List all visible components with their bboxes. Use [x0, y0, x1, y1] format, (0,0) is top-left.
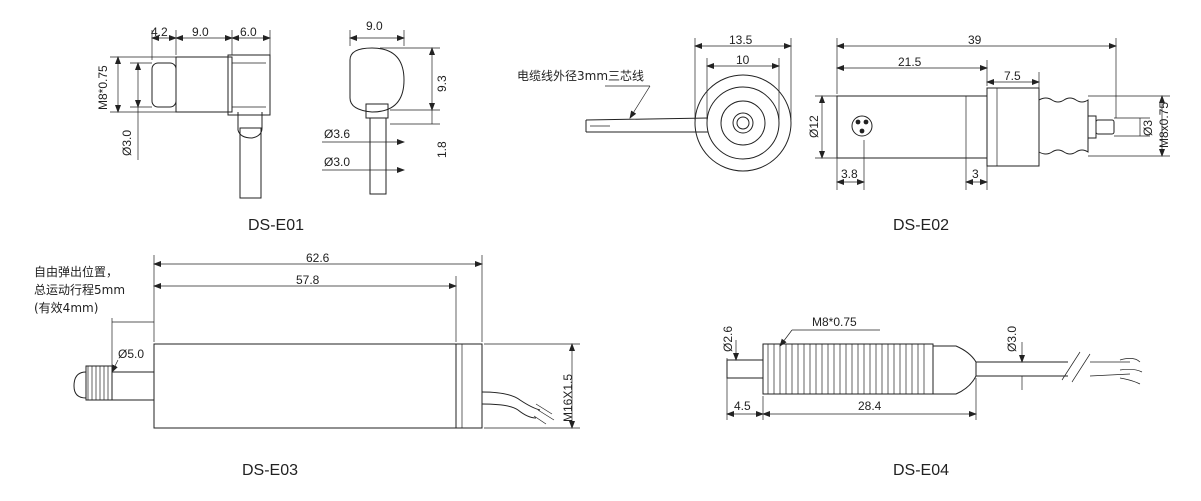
e01-side-dim-dia3-0: Ø3.0 — [324, 155, 350, 169]
e01-dim-6-0: 6.0 — [240, 25, 257, 39]
e03-note-line-2: 总运动行程5mm — [34, 282, 125, 297]
figure-ds-e01: 4.2 9.0 6.0 M8*0.75 Ø3.0 9.0 9.3 Ø3.6 1.… — [96, 19, 449, 234]
e01-dim-4-2: 4.2 — [151, 25, 168, 39]
e03-dim-dia5: Ø5.0 — [118, 347, 144, 361]
e02-side-dim-39: 39 — [968, 33, 982, 47]
e01-end-view: 9.0 9.3 Ø3.6 1.8 Ø3.0 — [322, 19, 449, 195]
e01-dim-9-0: 9.0 — [192, 25, 209, 39]
e01-side-dim-1-8: 1.8 — [435, 141, 449, 158]
e02-front-view: 13.5 10 电缆线外径3mm三芯线 — [517, 33, 792, 172]
e02-side-dim-m8x0-75: M8x0.75 — [1157, 102, 1171, 148]
figure-ds-e02: 13.5 10 电缆线外径3mm三芯线 — [517, 33, 1171, 234]
e03-note-line-3: (有效4mm) — [34, 300, 98, 315]
e01-side-dim-9-3: 9.3 — [435, 75, 449, 92]
e03-dim-57-8: 57.8 — [296, 273, 320, 287]
caption-ds-e03: DS-E03 — [242, 462, 298, 479]
e04-dim-dia3: Ø3.0 — [1005, 326, 1019, 352]
caption-ds-e01: DS-E01 — [248, 217, 304, 234]
e03-note-line-1: 自由弹出位置， — [34, 264, 118, 279]
e02-side-dim-3: 3 — [972, 167, 979, 181]
e04-dim-dia2-6: Ø2.6 — [721, 326, 735, 352]
e04-dim-28-4: 28.4 — [858, 399, 882, 413]
e02-cable-note: 电缆线外径3mm三芯线 — [517, 69, 644, 83]
e02-side-dim-7-5: 7.5 — [1004, 69, 1021, 83]
e03-dim-62-6: 62.6 — [306, 251, 330, 265]
e02-side-dim-21-5: 21.5 — [898, 55, 922, 69]
e02-side-view: 39 21.5 7.5 Ø12 Ø3 M8x0.75 3.8 3 — [807, 33, 1171, 190]
e01-side-dim-9-0: 9.0 — [366, 19, 383, 33]
e01-dim-dia3: Ø3.0 — [120, 130, 134, 156]
figure-ds-e04: M8*0.75 Ø2.6 Ø3.0 4.5 28.4 DS-E04 — [721, 315, 1143, 479]
e01-side-view: 4.2 9.0 6.0 M8*0.75 Ø3.0 — [96, 25, 271, 199]
e02-front-dim-10: 10 — [736, 53, 750, 67]
e04-dim-m8: M8*0.75 — [812, 315, 857, 329]
e04-dim-4-5: 4.5 — [734, 399, 751, 413]
caption-ds-e02: DS-E02 — [893, 217, 949, 234]
figure-ds-e03: 62.6 57.8 Ø5.0 M16X1.5 自由弹出位置， 总运动行程5mm … — [34, 251, 580, 479]
caption-ds-e04: DS-E04 — [893, 462, 949, 479]
e02-front-dim-13-5: 13.5 — [729, 33, 753, 47]
e02-side-dim-3-8: 3.8 — [841, 167, 858, 181]
e01-side-dim-dia3-6: Ø3.6 — [324, 127, 350, 141]
e02-side-dim-dia12: Ø12 — [807, 115, 821, 138]
e02-side-dim-dia3: Ø3 — [1141, 120, 1155, 136]
e03-dim-m16x1-5: M16X1.5 — [561, 374, 575, 422]
e01-dim-m8: M8*0.75 — [96, 65, 110, 110]
